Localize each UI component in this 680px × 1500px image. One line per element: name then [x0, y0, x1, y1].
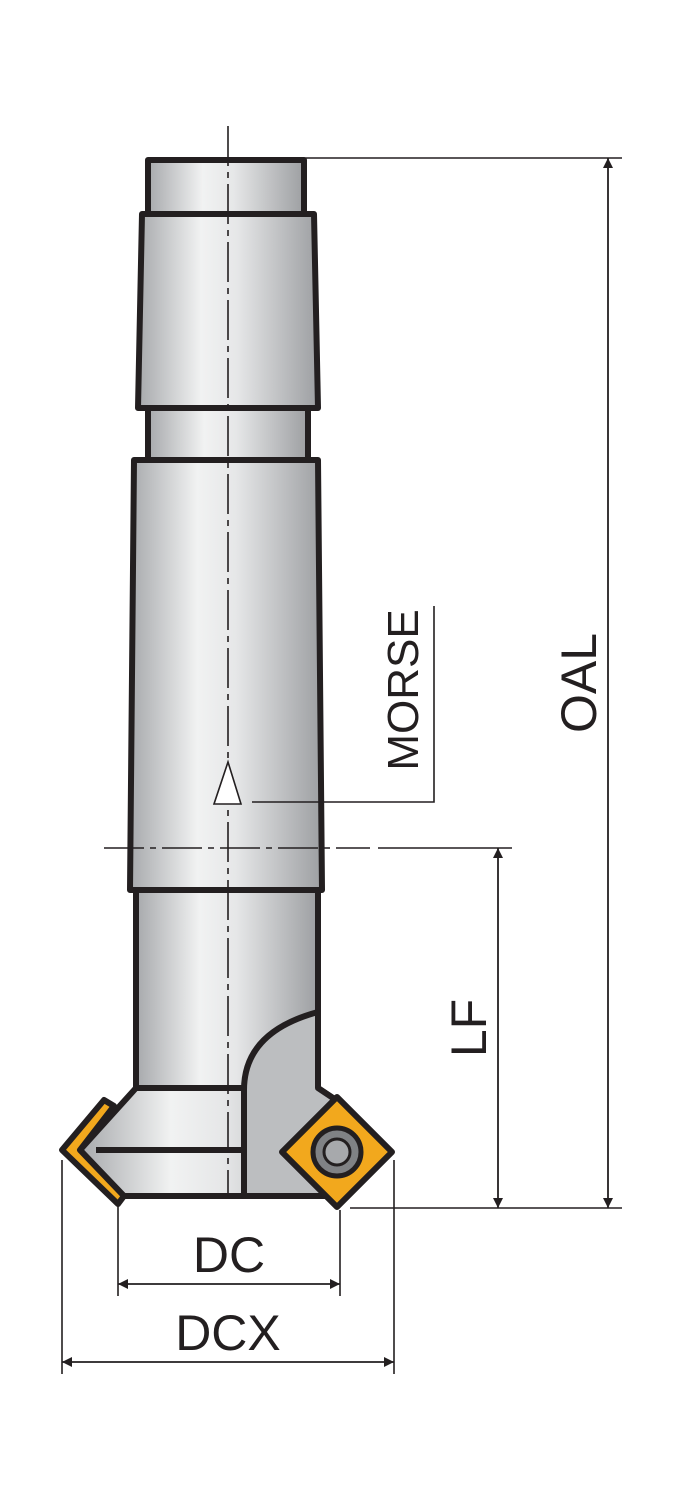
tang [145, 157, 307, 217]
morse-leader [252, 606, 435, 803]
chip-pocket [241, 1009, 343, 1199]
morse-label: MORSE [379, 609, 428, 770]
taper-main [127, 457, 325, 893]
insert-left [59, 1097, 127, 1207]
insert-right [279, 1094, 395, 1210]
extension-lines [61, 157, 622, 1374]
oal-label: OAL [551, 633, 607, 733]
gauge-triangle-icon [212, 759, 243, 805]
dimension-lines [62, 158, 613, 1367]
lf-label: LF [441, 999, 497, 1057]
dc-label: DC [193, 1227, 265, 1283]
dcx-label: DCX [175, 1305, 281, 1361]
tool-body [77, 157, 343, 1199]
